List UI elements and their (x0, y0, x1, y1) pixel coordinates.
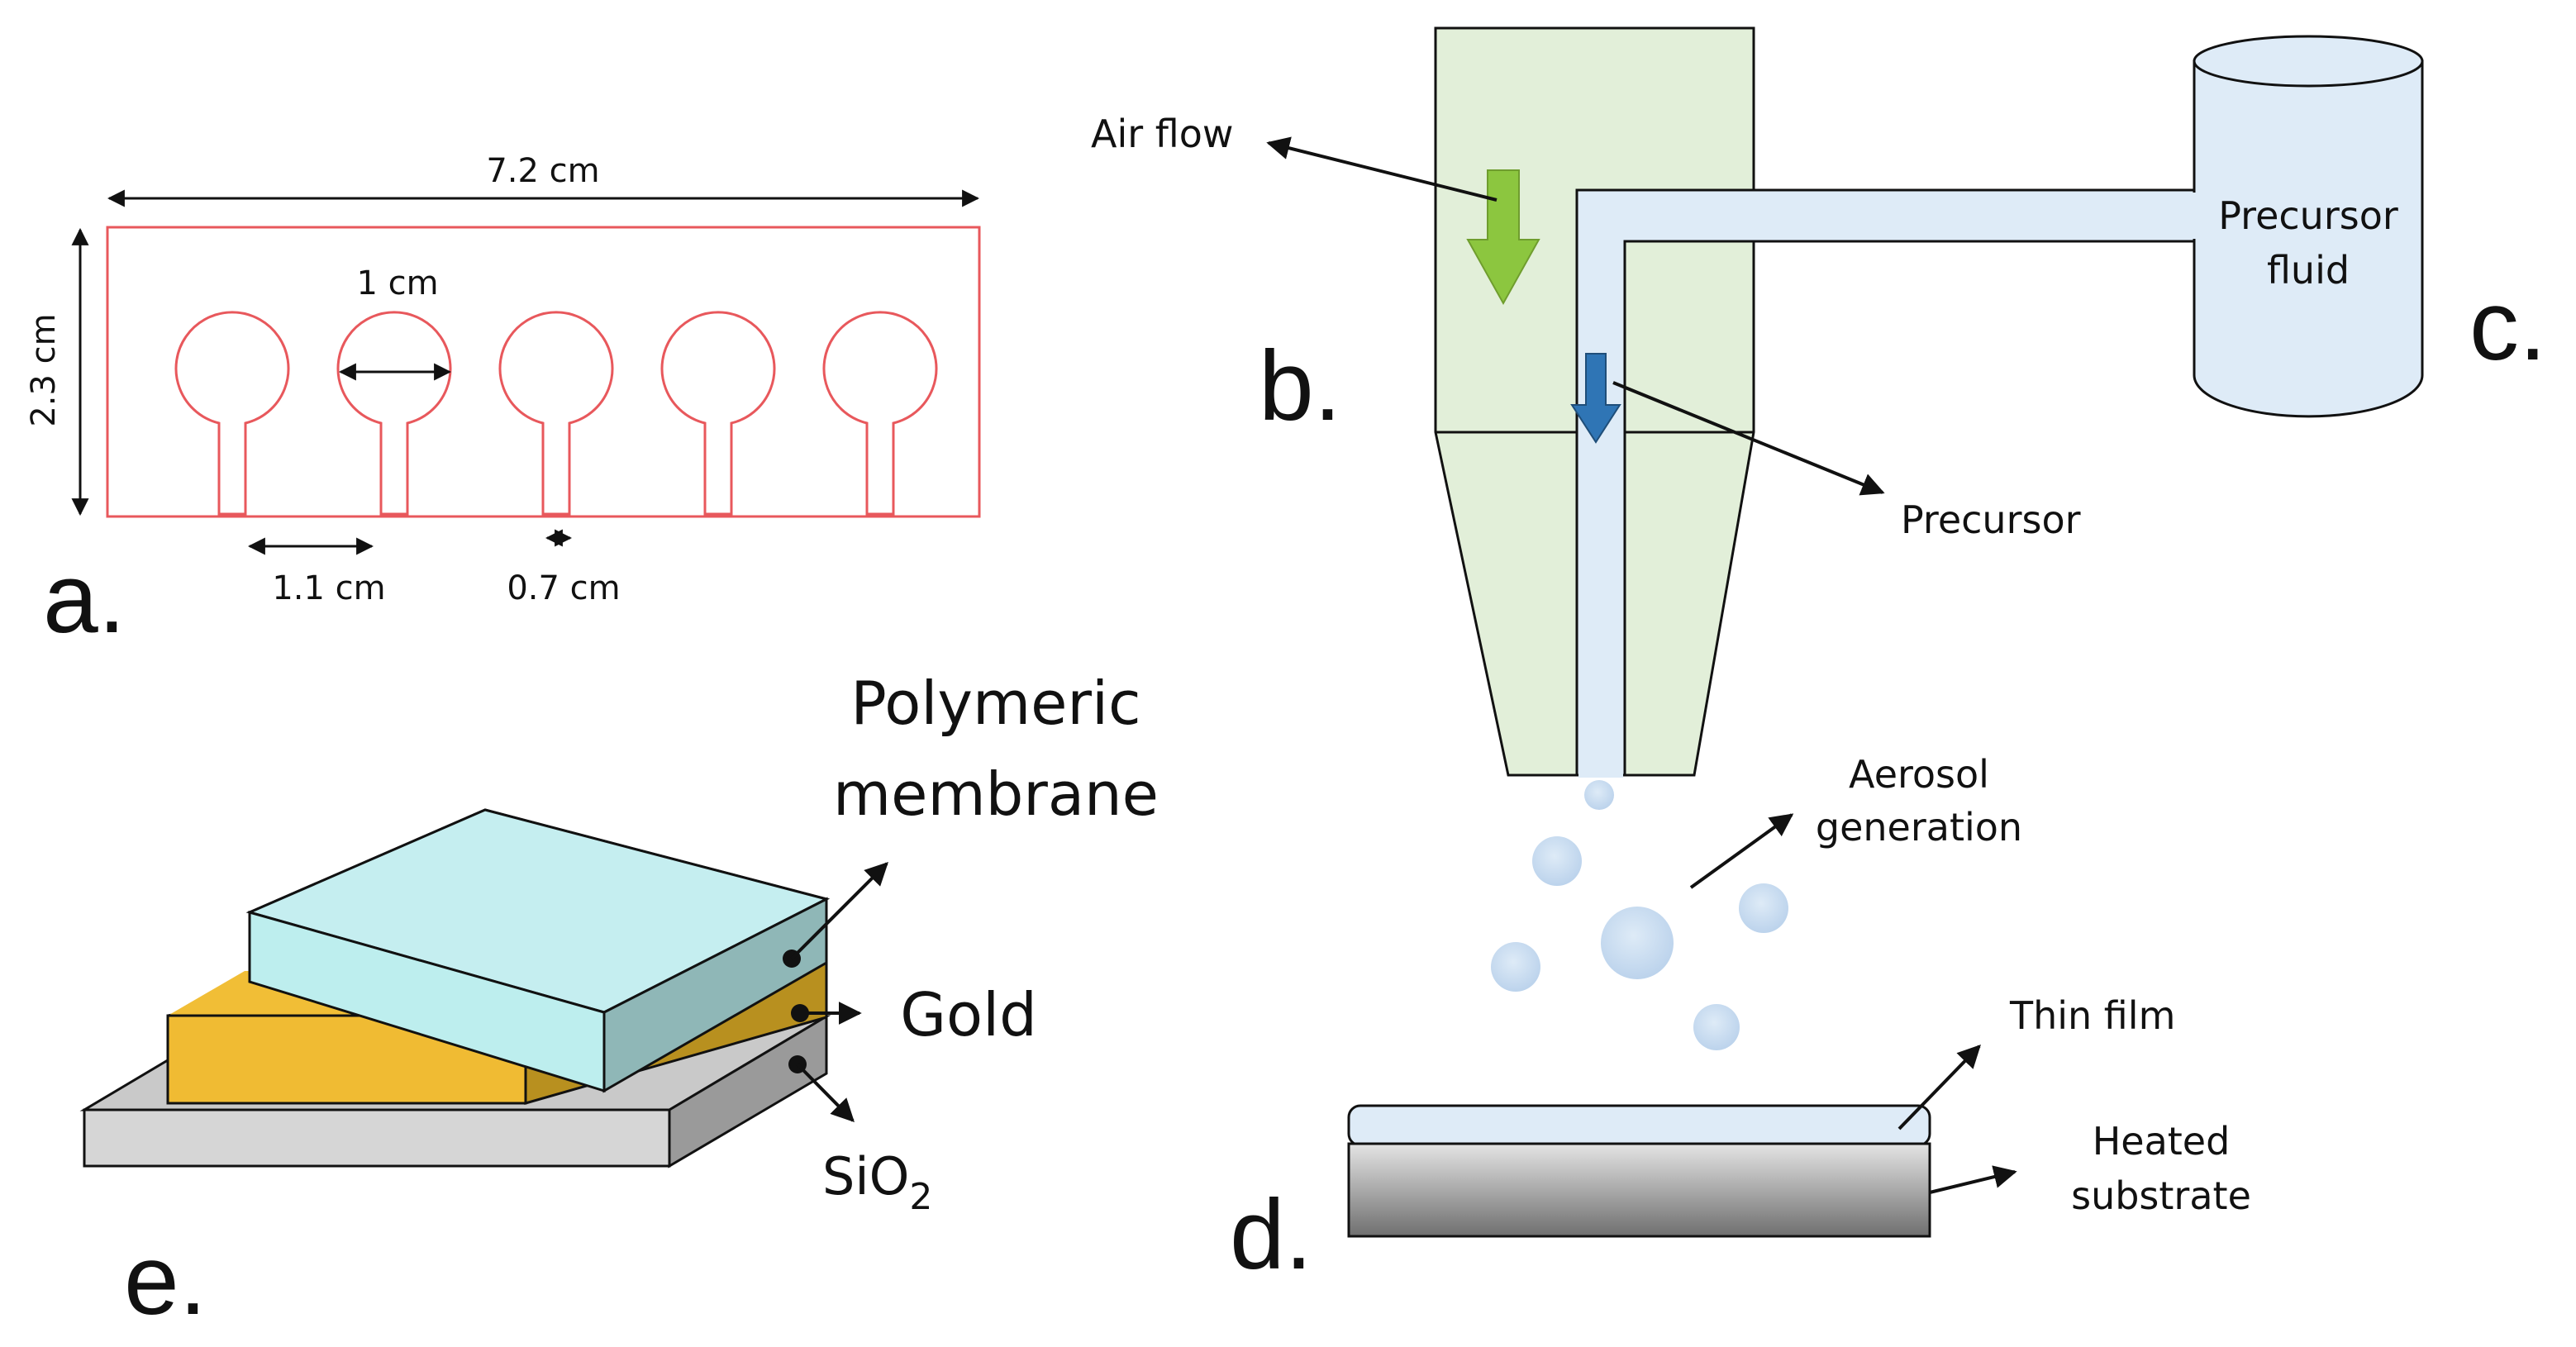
thin-film-label: Thin film (2009, 993, 2175, 1038)
fluid-label-line1: Precursor (2218, 193, 2398, 238)
substrate-block (1347, 1142, 1931, 1238)
electrode-5 (822, 311, 938, 516)
height-dimension-label: 2.3 cm (25, 313, 63, 426)
aerosol-label-line2: generation (1816, 805, 2022, 850)
stem-dimension-label: 0.7 cm (507, 569, 620, 607)
panel-e-layer-stack: Polymeric membrane Gold SiO2 e. (79, 669, 1159, 1335)
width-dimension-label: 7.2 cm (486, 152, 599, 190)
reservoir-top (2193, 35, 2424, 88)
sio2-label-main: SiO (822, 1146, 909, 1207)
droplet (1532, 836, 1582, 886)
air-flow-arrow (1466, 169, 1540, 306)
aerosol-droplets (1491, 780, 1788, 1050)
panel-b-spray-nozzle: Air flow Precursor Aerosol generation b. (1091, 26, 2196, 1050)
electrode-3 (498, 311, 614, 516)
air-flow-label: Air flow (1091, 112, 1234, 156)
substrate-label-line2: substrate (2071, 1173, 2251, 1218)
membrane-side (602, 897, 828, 1093)
precursor-flow-arrow (1570, 353, 1621, 444)
panel-label-a: a. (43, 543, 126, 654)
thin-film-leader (1897, 1044, 1981, 1130)
sio2-front (83, 1108, 671, 1168)
pitch-dimension-label: 1.1 cm (272, 569, 385, 607)
precursor-label: Precursor (1901, 497, 2081, 542)
sio2-leader (796, 1063, 855, 1122)
droplet (1739, 883, 1788, 933)
membrane-label-line1: Polymeric (850, 669, 1140, 738)
membrane-label-line2: membrane (833, 759, 1159, 829)
droplet (1491, 942, 1540, 992)
sio2-label-subscript: 2 (909, 1176, 932, 1218)
precursor-leader (1612, 381, 1885, 496)
aerosol-leader (1689, 813, 1794, 889)
diameter-dimension-label: 1 cm (356, 264, 438, 302)
reservoir-body (2193, 59, 2424, 418)
gold-label: Gold (900, 980, 1037, 1050)
droplet (1601, 907, 1674, 979)
substrate-leader (1929, 1165, 2017, 1194)
panel-label-e: e. (124, 1225, 207, 1335)
air-flow-leader (1266, 136, 1498, 202)
chip-outline (106, 226, 981, 518)
electrode-pattern (174, 311, 938, 516)
panel-label-d: d. (1230, 1179, 1312, 1290)
electrode-2 (336, 311, 452, 516)
panel-label-b: b. (1259, 331, 1341, 441)
droplet (1693, 1004, 1740, 1050)
sio2-label: SiO2 (822, 1146, 932, 1218)
panel-label-c: c. (2469, 270, 2546, 381)
panel-c-precursor-reservoir: Precursor fluid c. (2190, 35, 2546, 418)
fluid-label-line2: fluid (2267, 248, 2350, 293)
membrane-leader (790, 862, 888, 960)
panel-a-chip-layout: 7.2 cm 2.3 cm 1 cm 1.1 cm 0.7 cm a. (25, 152, 981, 654)
droplet (1584, 780, 1614, 810)
thin-film-layer (1347, 1104, 1931, 1147)
substrate-label-line1: Heated (2093, 1119, 2231, 1164)
tube-joint-cover (2190, 193, 2197, 239)
aerosol-label-line1: Aerosol (1849, 752, 1989, 797)
panel-d-heated-substrate: Thin film Heated substrate d. (1230, 993, 2251, 1290)
sio2-side (668, 1014, 828, 1169)
electrode-1 (174, 311, 290, 516)
electrode-4 (660, 311, 776, 516)
